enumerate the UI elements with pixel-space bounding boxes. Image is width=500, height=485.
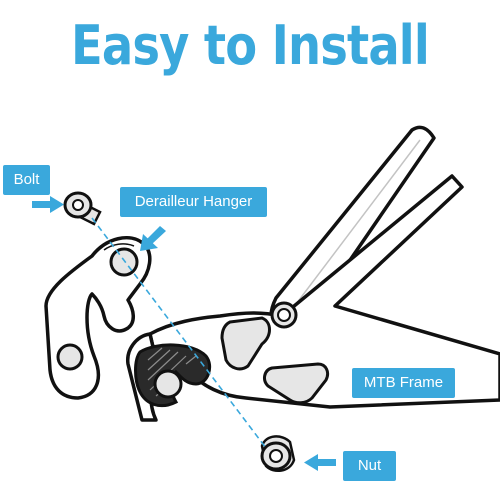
mtb-frame-label: MTB Frame (352, 368, 455, 398)
bolt-hex-socket (72, 199, 84, 211)
hanger-upper-hole (109, 247, 139, 277)
seat-stay-inner (289, 139, 421, 313)
frame-cutout-lower (263, 362, 330, 405)
pivot-bolt-inner (277, 308, 291, 322)
headline: Easy to Install (71, 14, 430, 77)
hanger-edge-highlight (103, 243, 135, 251)
hanger-lower-hole (56, 343, 84, 371)
nut-label: Nut (343, 451, 396, 481)
nut-center (269, 449, 283, 463)
alignment-guide-line (91, 217, 267, 449)
arrow-bolt (32, 196, 64, 213)
mtb-frame (126, 125, 500, 422)
arrow-nut (304, 454, 336, 471)
nut-part (260, 435, 296, 473)
bolt-part (63, 191, 102, 226)
arrow-hanger (140, 226, 166, 251)
frame-cutout-upper (220, 316, 271, 371)
derailleur-hanger-label: Derailleur Hanger (120, 187, 267, 217)
dropout-slot-hole (153, 369, 183, 399)
derailleur-hanger-part (44, 236, 152, 400)
bolt-label: Bolt (3, 165, 50, 195)
